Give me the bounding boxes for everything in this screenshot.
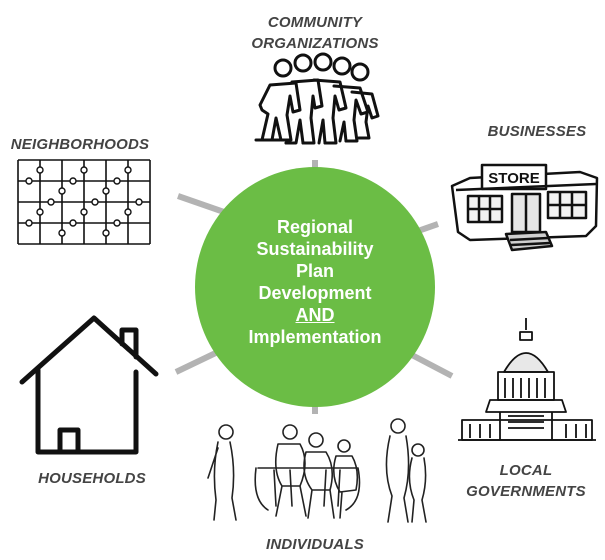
puzzle-tabs: [25, 166, 143, 237]
label-community-line1: COMMUNITY: [267, 14, 363, 31]
seated-people-icon: [207, 418, 427, 523]
center-line-4: Development: [258, 283, 372, 303]
label-local-governments: LOCAL GOVERNMENTS: [456, 460, 596, 502]
house-icon: [19, 315, 159, 455]
center-hub-text: Regional Sustainability Plan Development…: [205, 216, 425, 348]
spoke-neighborhoods: [177, 193, 225, 215]
center-line-1: Regional: [276, 217, 353, 237]
center-hub-circle: [195, 167, 435, 407]
center-line-6: Implementation: [248, 327, 382, 347]
label-community-organizations: COMMUNITY ORGANIZATIONS: [220, 12, 410, 54]
capitol-building-icon: [458, 318, 596, 441]
label-neighborhoods: NEIGHBORHOODS: [10, 136, 150, 153]
spoke-local-governments: [408, 351, 454, 379]
label-local-line1: LOCAL: [499, 462, 553, 479]
center-line-3: Plan: [295, 261, 334, 281]
label-households: HOUSEHOLDS: [38, 470, 146, 487]
label-businesses: BUSINESSES: [487, 123, 587, 140]
community-people-icon: [254, 52, 380, 145]
center-line-5: AND: [295, 305, 335, 325]
label-local-line2: GOVERNMENTS: [466, 483, 586, 500]
label-individuals: INDIVIDUALS: [265, 536, 365, 553]
store-sign-text: STORE: [488, 170, 539, 187]
puzzle-grid-icon: [17, 159, 151, 245]
storefront-icon: [450, 163, 599, 252]
label-community-line2: ORGANIZATIONS: [251, 35, 379, 52]
center-line-2: Sustainability: [256, 239, 374, 259]
